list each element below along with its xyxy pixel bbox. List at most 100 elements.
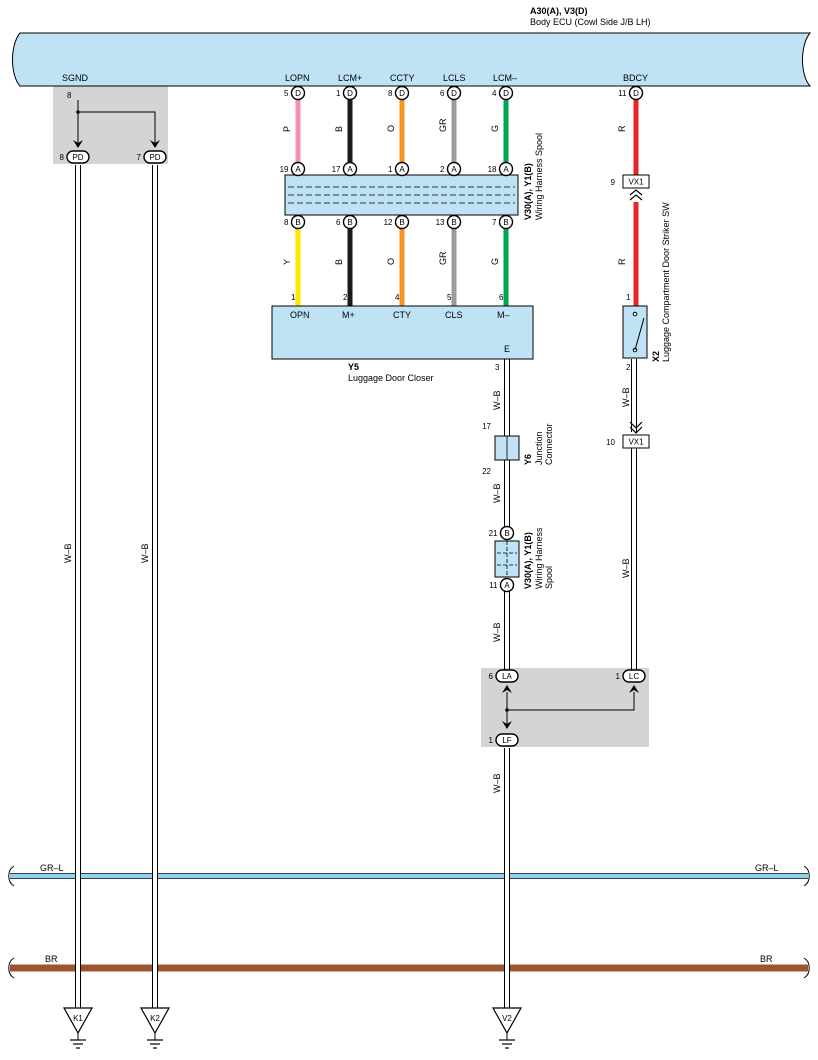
wb-label-center-3: W–B xyxy=(492,622,502,642)
lower-wire-code-2: O xyxy=(386,258,396,265)
ground-label-0: K1 xyxy=(73,1014,83,1023)
lf-conn-ring xyxy=(495,733,519,747)
upper-spool-top-4-ring xyxy=(498,161,514,177)
upper-spool-bottom-2-ring xyxy=(394,214,410,230)
ecu-code: A30(A), V3(D) xyxy=(530,6,588,16)
upper-spool-bottom-4-pin: 7 xyxy=(492,218,497,227)
lower-spool-name-1: Wiring Harness xyxy=(534,527,544,589)
lower-spool-dashes xyxy=(497,541,517,577)
x2-pin-bottom: 2 xyxy=(626,363,631,372)
upper-spool-bottom-2-pin: 12 xyxy=(384,218,393,227)
x2-code: X2 xyxy=(651,351,661,362)
wb-label-center-4: W–B xyxy=(492,773,502,793)
upper-spool-top-1: A17 xyxy=(332,161,358,177)
upper-spool-bottom-2: B 12 xyxy=(384,214,410,230)
ecu-terminal-lopn: LOPN xyxy=(285,73,310,83)
upper-spool-top-0: A19 xyxy=(280,161,306,177)
pd-right-pin: 7 xyxy=(137,153,142,162)
ecu-conn-2-pin: 8 xyxy=(388,89,393,98)
lower-spool-name-2: Spool xyxy=(544,566,554,589)
pd-splice-lines xyxy=(77,100,156,146)
pd-left-ring xyxy=(66,150,90,164)
x2-switch-contact xyxy=(632,311,645,353)
lower-spool-bottom-pin: 11 xyxy=(489,581,498,590)
ecu-conn-0-pin: 5 xyxy=(284,89,289,98)
upper-spool-top-2-ring xyxy=(394,161,410,177)
lc-conn: LC1 xyxy=(616,669,646,683)
ground-label-2: V2 xyxy=(502,1014,512,1023)
closer-body xyxy=(271,305,534,360)
upper-spool-top-1-letter: A xyxy=(347,165,353,174)
upper-spool-top-3-ring xyxy=(446,161,462,177)
upper-spool-bottom-1-ring xyxy=(342,214,358,230)
upper-spool-code: V30(A), Y1(B) xyxy=(523,163,533,220)
ecu-conn-2-ring xyxy=(394,85,410,101)
lower-wire-code-4: G xyxy=(490,258,500,265)
pd-left-arrow xyxy=(73,140,83,148)
br-label-left: BR xyxy=(45,954,58,964)
upper-wire-code-2: O xyxy=(386,125,396,132)
upper-spool-bottom-1-letter: B xyxy=(347,218,352,227)
ecu-conn-1-pin: 1 xyxy=(336,89,341,98)
lower-spool-code: V30(A), Y1(B) xyxy=(523,532,533,589)
ground-triangle-1 xyxy=(139,1007,171,1035)
la-conn-pin: 6 xyxy=(489,672,494,681)
gr-l-label-left: GR–L xyxy=(40,863,64,873)
upper-spool-bottom-2-letter: B xyxy=(399,218,404,227)
ecu-terminal-sgnd: SGND xyxy=(62,73,89,83)
upper-spool-top-4: A18 xyxy=(488,161,514,177)
ecu-conn-3-pin: 6 xyxy=(440,89,445,98)
lower-spool-top-letter: B xyxy=(504,529,509,538)
ecu-conn-3-ring xyxy=(446,85,462,101)
ecu-conn-5-ring xyxy=(628,85,644,101)
lower-spool-top-pin: 21 xyxy=(489,529,498,538)
wb-label-right-1: W–B xyxy=(621,387,631,407)
vx1-upper-pin: 9 xyxy=(611,178,616,187)
la-conn: LA6 xyxy=(489,669,519,683)
upper-spool-bottom-3-ring xyxy=(446,214,462,230)
upper-spool-dashes xyxy=(288,186,515,204)
wb-label-left-1: W–B xyxy=(63,543,73,563)
ecu-conn-3: D6 xyxy=(440,85,462,101)
ecu-conn-2: D8 xyxy=(388,85,410,101)
pd-right-arrow xyxy=(150,140,160,148)
upper-wire-code-1: B xyxy=(334,126,344,132)
ecu-terminal-bdcy: BDCY xyxy=(623,73,648,83)
pd-right-ring xyxy=(143,150,167,164)
ecu-conn-0-ring xyxy=(290,85,306,101)
wb-crossings xyxy=(75,868,510,980)
upper-spool-top-4-letter: A xyxy=(503,165,509,174)
upper-spool-bottom-3-letter: B xyxy=(451,218,456,227)
pd-right: PD 7 xyxy=(137,150,167,164)
lc-arrow xyxy=(629,685,639,693)
lower-spool-top: B 21 xyxy=(489,525,515,541)
ground-v2: V2 xyxy=(491,1007,523,1049)
y6-pin-top: 17 xyxy=(482,422,491,431)
upper-spool-bottom-3: B13 xyxy=(436,214,462,230)
upper-spool-label: V30(A), Y1(B) Wiring Harness Spool xyxy=(523,133,544,220)
upper-spool-top-0-ring xyxy=(290,161,306,177)
upper-wire-code-0: P xyxy=(282,126,292,132)
closer-term-opn: OPN xyxy=(290,310,310,320)
closer-pin-4: 4 xyxy=(395,293,400,302)
closer-ground-pin: 3 xyxy=(495,363,500,372)
ecu-conn-1-ring xyxy=(342,85,358,101)
ground-k2: K2 xyxy=(139,1007,171,1049)
la-conn-ring xyxy=(495,669,519,683)
lc-conn-letter: LC xyxy=(629,672,639,681)
closer-term-cty: CTY xyxy=(393,310,411,320)
upper-spool-top-2: A1 xyxy=(388,161,410,177)
pd-right-letter: PD xyxy=(149,153,160,162)
ecu-conn-4-letter: D xyxy=(503,89,509,98)
lf-arrow xyxy=(502,721,512,729)
y6-name-2: Connector xyxy=(544,423,554,465)
wb-wire-left-2 xyxy=(152,165,158,1010)
upper-wire-code-3: GR xyxy=(438,118,448,132)
ecu-conn-1: D1 xyxy=(336,85,358,101)
pd-top-pin: 8 xyxy=(67,91,72,100)
upper-spool-top-0-letter: A xyxy=(295,165,301,174)
lower-spool-top-ring xyxy=(499,525,515,541)
y6-name-1: Junction xyxy=(534,431,544,465)
